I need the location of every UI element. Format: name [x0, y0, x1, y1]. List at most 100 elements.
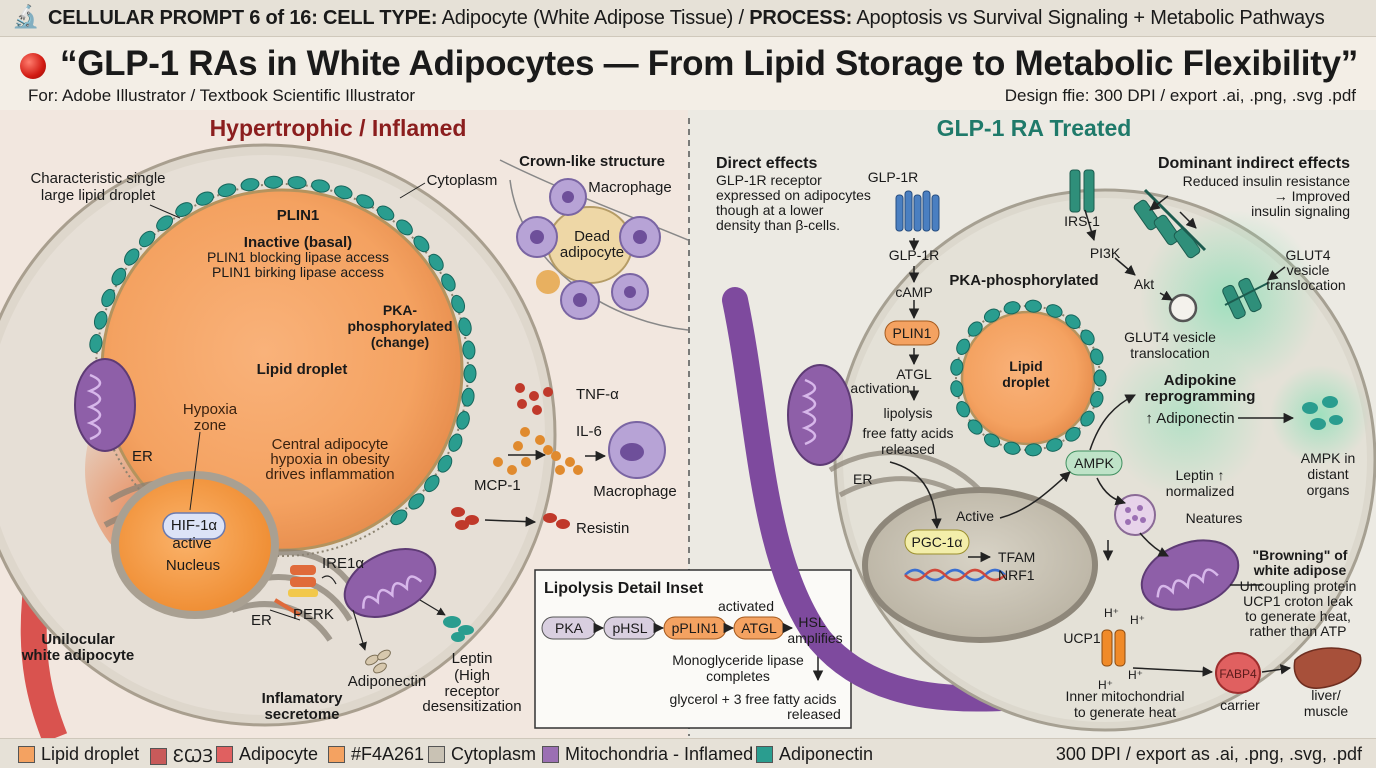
treated-mitochondrion — [787, 364, 853, 466]
inset-flow — [541, 616, 824, 682]
plin1-protein — [1003, 441, 1021, 455]
insulin-receptor — [1133, 188, 1207, 259]
leptin-label-3: receptor — [444, 683, 499, 700]
inset-mono-2: completes — [706, 668, 770, 684]
plin1-protein — [458, 317, 472, 337]
leptin-label-2: (High — [454, 667, 490, 684]
glp1r-top-label: GLP-1R — [868, 169, 919, 185]
plin1-protein — [956, 401, 971, 418]
cytokines-il6 — [493, 427, 583, 475]
plin1-protein — [376, 205, 395, 221]
resistin-label: Resistin — [576, 520, 629, 537]
central-label-3: drives inflammation — [265, 466, 394, 483]
microscope-icon: 🔬 — [12, 4, 40, 29]
plin1-protein — [967, 321, 983, 337]
droplet-note-1: Characteristic single — [30, 170, 165, 187]
plin1-protein — [1003, 301, 1021, 315]
plin1-protein — [1065, 426, 1081, 442]
hif-label: HIF-1α — [171, 517, 218, 534]
irs1-receptor — [1069, 169, 1095, 213]
cell-type-label: CELL TYPE: — [323, 7, 438, 29]
plin1-protein — [428, 253, 444, 272]
header-text: CELLULAR PROMPT 6 of 16: CELL TYPE: Adip… — [48, 7, 1325, 30]
pi3k-label: PI3K — [1090, 245, 1121, 261]
treated-cristae — [801, 378, 817, 446]
uncoupling-2: UCP1 croton leak — [1243, 593, 1354, 609]
inner-label-1: Inner mitochondrial — [1065, 688, 1184, 704]
active-label: active — [172, 535, 211, 552]
direct-3: though at a lower — [716, 202, 824, 218]
cytokines-tnf — [515, 383, 553, 415]
plin1-protein — [950, 358, 964, 376]
browning-label-2: white adipose — [1253, 562, 1347, 578]
birking-label: PLIN1 birking lipase access — [212, 264, 384, 280]
inset-pka: PKA — [555, 620, 584, 636]
plin1-protein — [1090, 390, 1104, 408]
inactive-label: Inactive (basal) — [244, 234, 352, 251]
lipid-r-label-2: droplet — [1002, 374, 1050, 390]
er2-label: ER — [251, 612, 272, 629]
subtitle-right: Design ffie: 300 DPI / export .ai, .png,… — [1004, 86, 1356, 105]
direct-4: density than β-cells. — [716, 217, 840, 233]
treated-nucleus — [862, 487, 1098, 643]
plin1-protein — [156, 215, 174, 232]
lipid-r-label-1: Lipid — [1009, 358, 1042, 374]
plin1-protein — [463, 364, 477, 384]
cell-type-value: Adipocyte (White Adipose Tissue) / — [441, 7, 744, 29]
plin1-protein — [396, 219, 413, 236]
adiponectin-label: Adiponectin — [348, 673, 426, 690]
legend-swatch — [216, 746, 233, 763]
direct-2: expressed on adipocytes — [716, 187, 871, 203]
treated-mitochondrion-2 — [1140, 539, 1240, 611]
inset-mono-1: Monoglyceride lipase — [672, 652, 804, 668]
droplet-note-2: large lipid droplet — [41, 187, 156, 204]
ampk-badge — [1065, 450, 1123, 476]
liver-label-1: liver/ — [1311, 687, 1341, 703]
arrow-to-resistin — [484, 516, 537, 527]
h-ion-2: H⁺ — [1130, 613, 1145, 627]
leptin-label-4: desensitization — [422, 698, 521, 715]
central-label-2: hypoxia in obesity — [270, 451, 390, 468]
neatures-label: Neatures — [1186, 510, 1243, 526]
plin1-protein — [983, 433, 1001, 448]
inset-hsl: HSL — [798, 614, 825, 630]
plin1-protein — [1024, 443, 1042, 457]
right-arrows — [889, 195, 1295, 677]
legend-item-hex: #F4A261 — [328, 744, 424, 765]
glut4-label-1: GLUT4 — [1285, 247, 1330, 263]
plin1-protein — [1065, 314, 1081, 330]
ampk-glow — [1270, 365, 1370, 465]
nucleus — [111, 471, 279, 619]
reduced-1: Reduced insulin resistance — [1183, 173, 1351, 189]
ffa-label-2: released — [881, 441, 935, 457]
plin1-protein — [1080, 410, 1095, 427]
plin1-protein — [448, 433, 463, 452]
inner-label-2: to generate heat — [1074, 704, 1176, 720]
plin1-proteins — [89, 175, 477, 526]
plin1-protein — [111, 267, 127, 286]
hif-badge — [162, 512, 226, 540]
ampk-particles — [1302, 396, 1343, 430]
pka-label-1: PKA- — [383, 302, 418, 318]
ffa-label-1: free fatty acids — [862, 425, 953, 441]
macrophage-label-2: Macrophage — [593, 483, 676, 500]
uncoupling-3: to generate heat, — [1245, 608, 1351, 624]
plin1-badge — [884, 320, 940, 346]
leader-cytoplasm — [399, 182, 426, 199]
right-heading: GLP-1 RA Treated — [937, 115, 1132, 141]
header-bar: 🔬 CELLULAR PROMPT 6 of 16: CELL TYPE: Ad… — [0, 0, 1376, 37]
plin1-protein — [1090, 348, 1104, 366]
ucp1-channel — [1101, 629, 1126, 667]
leader-hypoxia — [189, 431, 201, 511]
legend-item-adiponectin: Adiponectin — [756, 744, 873, 765]
plin1-protein — [175, 202, 193, 218]
plin1-protein — [462, 340, 476, 360]
plin1-protein — [1080, 329, 1095, 346]
legend-item-mito: Mitochondria - Inflamed — [542, 744, 753, 765]
dna-helix — [904, 568, 1006, 582]
direct-label: Direct effects — [716, 155, 817, 172]
red-dot-icon — [20, 53, 46, 79]
leptin-r-1: Leptin ↑ — [1175, 467, 1224, 483]
left-heading: Hypertrophic / Inflamed — [210, 115, 467, 141]
plin1-protein — [983, 308, 1001, 323]
